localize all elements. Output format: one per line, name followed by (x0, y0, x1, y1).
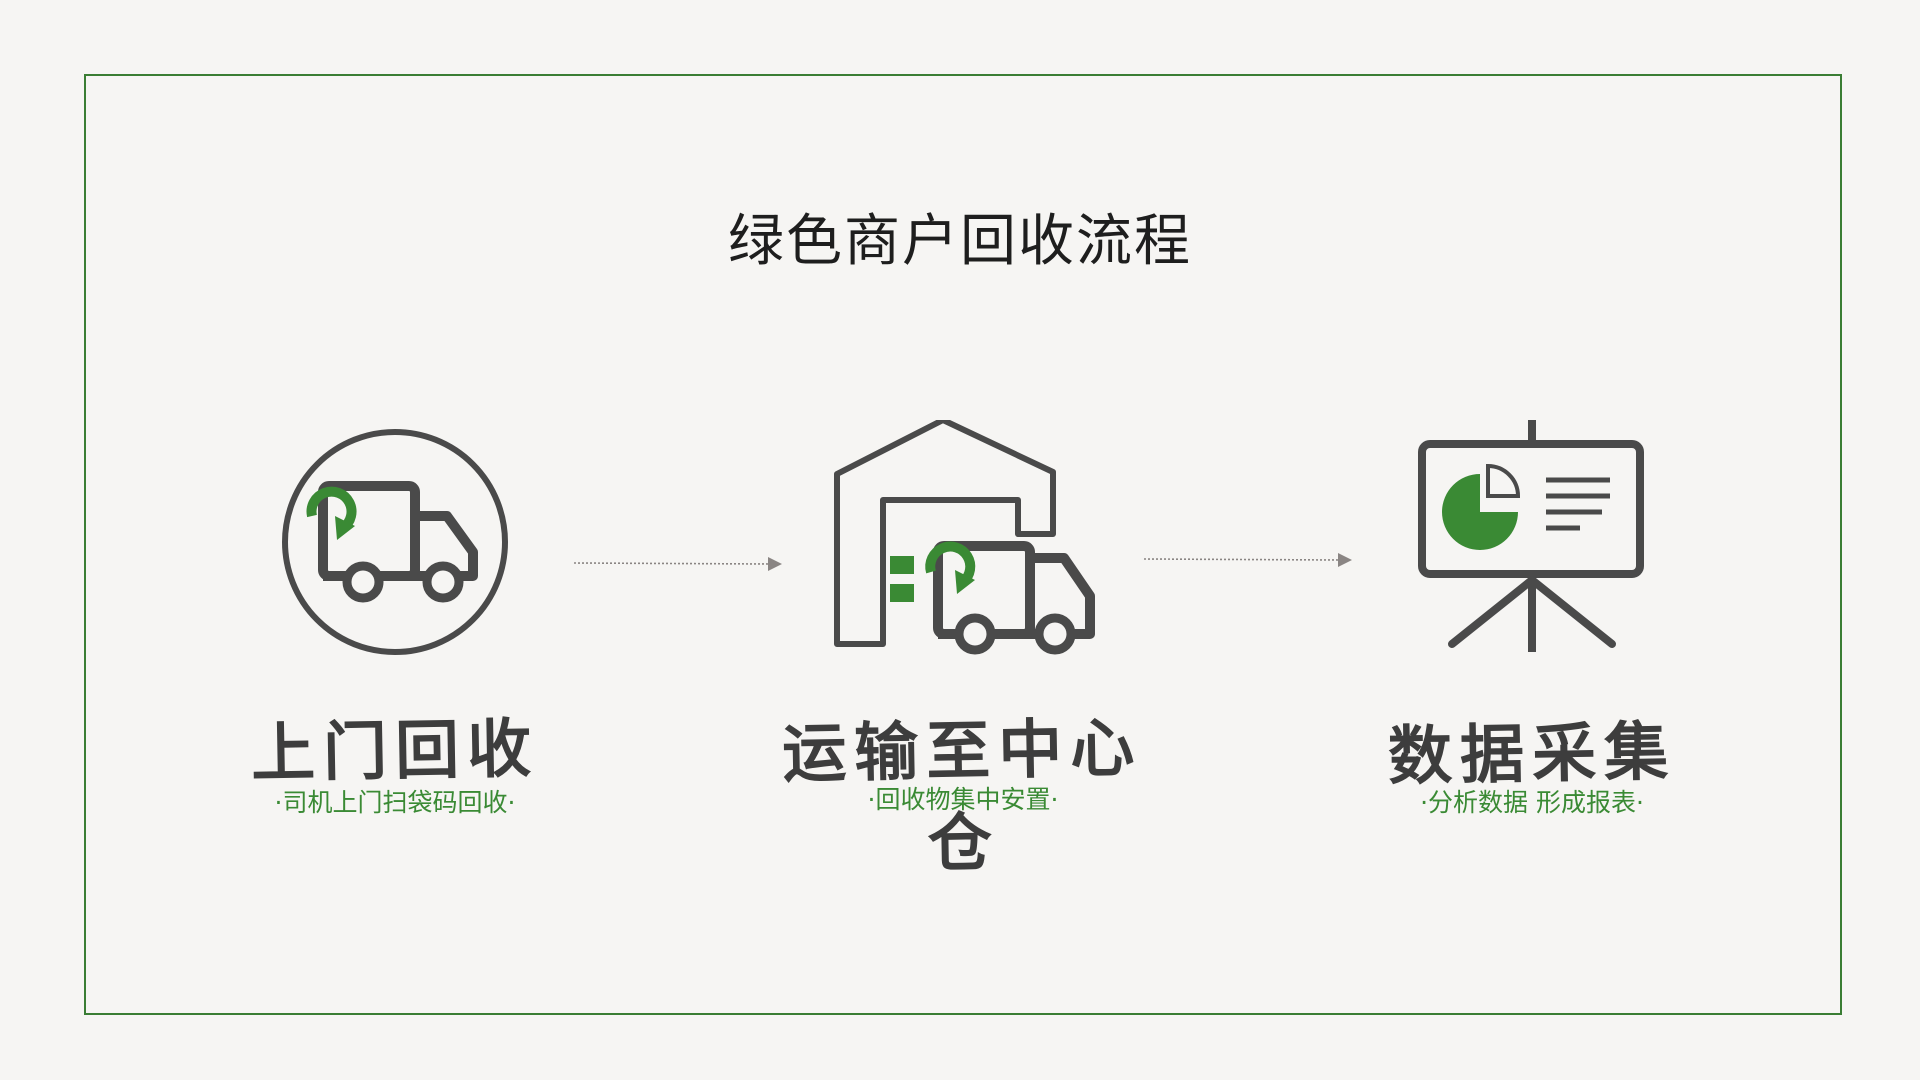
step-pickup-label: 上门回收 (250, 712, 540, 792)
flow-arrow-1 (573, 557, 782, 571)
warehouse-truck-icon (834, 420, 1095, 655)
truck-circle-icon (282, 429, 508, 655)
presentation-board-icon (1418, 420, 1644, 652)
diagram-title: 绿色商户回收流程 (728, 209, 1192, 274)
step-transport-subtitle: ·回收物集中安置· (867, 785, 1059, 814)
flow-arrow-2 (1143, 553, 1352, 567)
diagram-frame (84, 74, 1842, 1015)
step-data: 数据采集 ·分析数据 形成报表· (1322, 420, 1742, 840)
step-pickup: 上门回收 ·司机上门扫袋码回收· (185, 420, 605, 840)
step-data-subtitle: ·分析数据 形成报表· (1420, 788, 1644, 817)
step-pickup-subtitle: ·司机上门扫袋码回收· (274, 788, 516, 817)
step-transport: 运输至中心仓 ·回收物集中安置· (753, 420, 1173, 882)
